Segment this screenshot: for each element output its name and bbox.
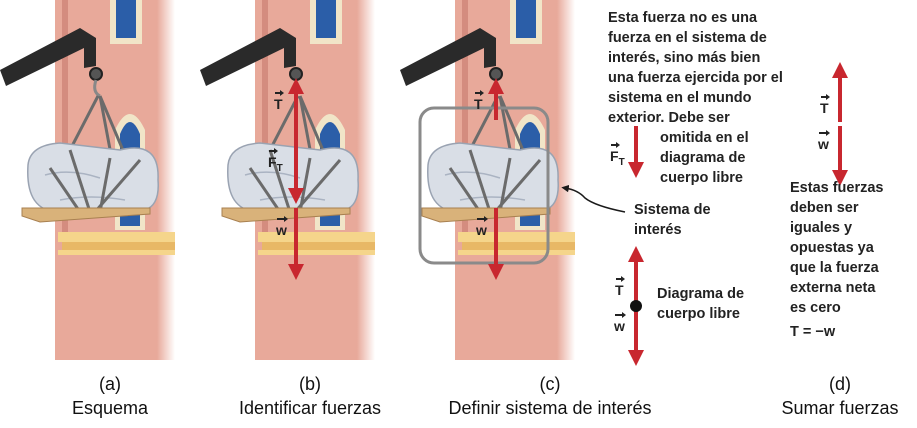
label-tension-b: T [274,90,284,112]
label-ft-omitted: FT [610,142,625,168]
label-weight-c: w [476,216,488,238]
note-omit: omitida en el diagrama de cuerpo libre [660,130,749,186]
label-weight-b: w [276,216,288,238]
panel-b-forces [200,0,375,360]
label-weight-fbd: w [614,312,626,334]
system-of-interest-box [418,106,550,265]
caption-c: (c) Definir sistema de interés [448,374,652,418]
label-ft-b: FT [268,148,283,174]
system-pointer [561,184,626,213]
label-tension-fbd: T [615,276,625,298]
label-weight-d: w [818,130,830,152]
label-tension-c: T [474,90,484,112]
panel-c-system [400,0,626,360]
fbd-point [630,300,642,312]
caption-d: (d) Sumar fuerzas [781,374,899,418]
caption-b: (b) Identificar fuerzas [238,374,382,418]
note-equal-opposite: Estas fuerzas deben ser iguales y opuest… [790,180,884,316]
note-fbd: Diagrama de cuerpo libre [657,286,745,322]
label-tension-d: T [820,94,830,116]
note-external-force: Esta fuerza no es una fuerza en el siste… [608,10,783,126]
equation-t-equals-minus-w: T = −w [790,324,836,340]
note-system: Sistema de interés [634,202,711,238]
caption-a: (a) Esquema [71,374,149,418]
panel-a-sketch [0,0,175,360]
